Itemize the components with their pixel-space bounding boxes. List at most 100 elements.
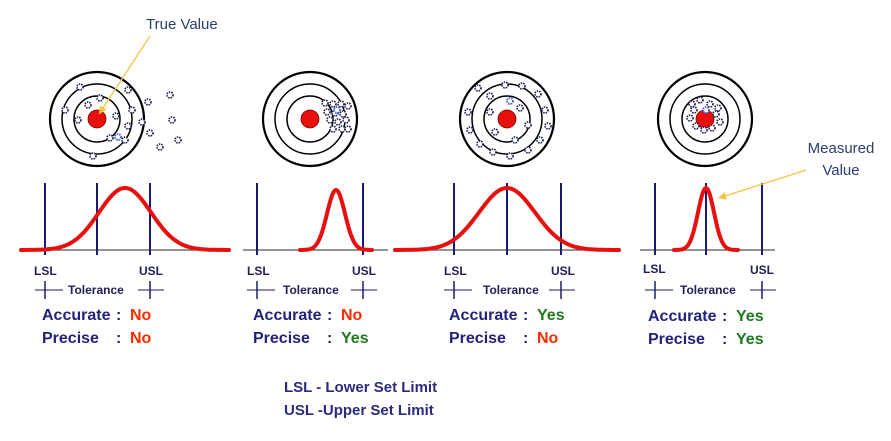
panel-3-shot-10: [506, 152, 514, 160]
panel-4-precise-label: Precise: [648, 331, 705, 348]
panel-2-shot-4: [344, 102, 352, 110]
lsl-definition: LSL - Lower Set Limit: [284, 379, 438, 396]
panel-4-accurate-value: Yes: [736, 308, 764, 325]
panel-2-distribution-curve: [298, 187, 374, 252]
panel-3-lsl: LSL: [444, 264, 467, 278]
panel-1-shot-15: [168, 116, 176, 124]
panel-1-accurate-colon: :: [116, 307, 122, 324]
panel-1-lsl: LSL: [34, 264, 57, 278]
panel-2-accurate-label: Accurate: [253, 307, 322, 324]
panel-1-shot-18: [124, 122, 132, 130]
panel-3-bullseye: [497, 109, 517, 129]
measured-value-arrow: [718, 169, 807, 200]
panel-2-shot-1: [321, 99, 329, 107]
panel-2-bullseye: [300, 109, 320, 129]
panel-3-shot-16: [516, 104, 524, 112]
panel-4-shot-7: [700, 126, 708, 134]
panel-3-shot-11: [489, 148, 497, 156]
panel-1-blue-shot-1: [114, 133, 122, 141]
panel-4-precise-colon: :: [722, 331, 728, 348]
panel-4-shot-5: [686, 114, 694, 122]
measured-value-label: Measured Value: [807, 140, 875, 179]
panel-3-shot-15: [486, 108, 494, 116]
panel-2-shot-10: [342, 116, 350, 124]
panel-4-distribution-curve: [672, 185, 740, 252]
panel-3-accurate-value: Yes: [537, 307, 565, 324]
panel-2-accurate-colon: :: [327, 307, 333, 324]
panel-1-accurate-value: No: [130, 307, 152, 324]
usl-definition: USL -Upper Set Limit: [284, 402, 434, 419]
panel-3-blue-shot-1: [506, 97, 514, 105]
panel-1-distribution-curve: [19, 186, 231, 252]
panel-3-tolerance: Tolerance: [483, 283, 539, 297]
panel-4-shot-4: [714, 104, 722, 112]
panel-4-shot-3: [706, 100, 714, 108]
panel-3-shot-19: [511, 136, 519, 144]
panel-1-shot-5: [128, 106, 136, 114]
panel-3-shot-12: [476, 140, 484, 148]
panel-3-shot-6: [541, 106, 549, 114]
panel-4-shot-1: [688, 100, 696, 108]
panel-1-shot-16: [174, 136, 182, 144]
panel-1-precise-colon: :: [116, 330, 122, 347]
panel-3-precise-value: No: [537, 330, 559, 347]
panel-2-shot-11: [329, 125, 337, 133]
panel-3-shot-18: [491, 128, 499, 136]
panel-4-lsl: LSL: [643, 262, 666, 276]
panel-1-shot-1: [76, 83, 84, 91]
panel-1-shot-12: [74, 116, 82, 124]
panel-2-shot-2: [329, 100, 337, 108]
panel-1-precise-value: No: [130, 330, 152, 347]
panel-3-shot-2: [486, 92, 494, 100]
panel-1-shot-17: [166, 91, 174, 99]
panel-4-shot-2: [696, 96, 704, 104]
panel-3-precise-colon: :: [523, 330, 529, 347]
panel-1-usl: USL: [139, 264, 163, 278]
panel-3-shot-14: [464, 108, 472, 116]
panel-3-accurate-label: Accurate: [449, 307, 518, 324]
panel-3-shot-1: [474, 84, 482, 92]
panel-2-usl: USL: [352, 264, 376, 278]
panel-1-accurate-label: Accurate: [42, 307, 111, 324]
panel-2-shot-7: [339, 110, 347, 118]
panel-1-shot-9: [121, 136, 129, 144]
panel-4-accurate-colon: :: [722, 308, 728, 325]
panel-1-shot-6: [112, 112, 120, 120]
panel-2-precise-colon: :: [327, 330, 333, 347]
panel-2-precise-value: Yes: [341, 330, 369, 347]
panel-2-shot-3: [337, 100, 345, 108]
panel-1-shot-19: [84, 101, 92, 109]
panel-3-distribution-curve: [393, 186, 621, 252]
panel-2-shot-5: [323, 108, 331, 116]
panel-1-shot-3: [124, 86, 132, 94]
panel-4-shot-8: [708, 124, 716, 132]
panel-4-shot-11: [690, 106, 698, 114]
panel-1-shot-4: [144, 98, 152, 106]
panel-2-shot-12: [338, 125, 346, 133]
panel-1-bullseye: [87, 109, 107, 129]
panel-3-shot-17: [524, 121, 532, 129]
panel-4-precise-value: Yes: [736, 331, 764, 348]
panel-2-blue-shot-1: [333, 106, 341, 114]
panel-2-tolerance: Tolerance: [283, 283, 339, 297]
panel-3-usl: USL: [551, 264, 575, 278]
panel-4-blue-shot-1: [702, 106, 710, 114]
panel-1-shot-11: [89, 152, 97, 160]
panel-3-shot-8: [536, 136, 544, 144]
panel-3-shot-3: [501, 81, 509, 89]
panel-4-usl: USL: [750, 263, 774, 277]
panel-2-accurate-value: No: [341, 307, 363, 324]
true-value-label: True Value: [146, 16, 218, 33]
panel-4-shot-9: [716, 118, 724, 126]
panel-1-shot-13: [61, 106, 69, 114]
panel-1-shot-8: [146, 129, 154, 137]
panel-3-shot-7: [544, 122, 552, 130]
panel-1-shot-10: [106, 134, 114, 142]
panel-1-shot-7: [138, 118, 146, 126]
panel-3-shot-13: [466, 126, 474, 134]
panel-3-shot-5: [534, 90, 542, 98]
panel-3-precise-label: Precise: [449, 330, 506, 347]
panel-3-accurate-colon: :: [523, 307, 529, 324]
panel-1-precise-label: Precise: [42, 330, 99, 347]
